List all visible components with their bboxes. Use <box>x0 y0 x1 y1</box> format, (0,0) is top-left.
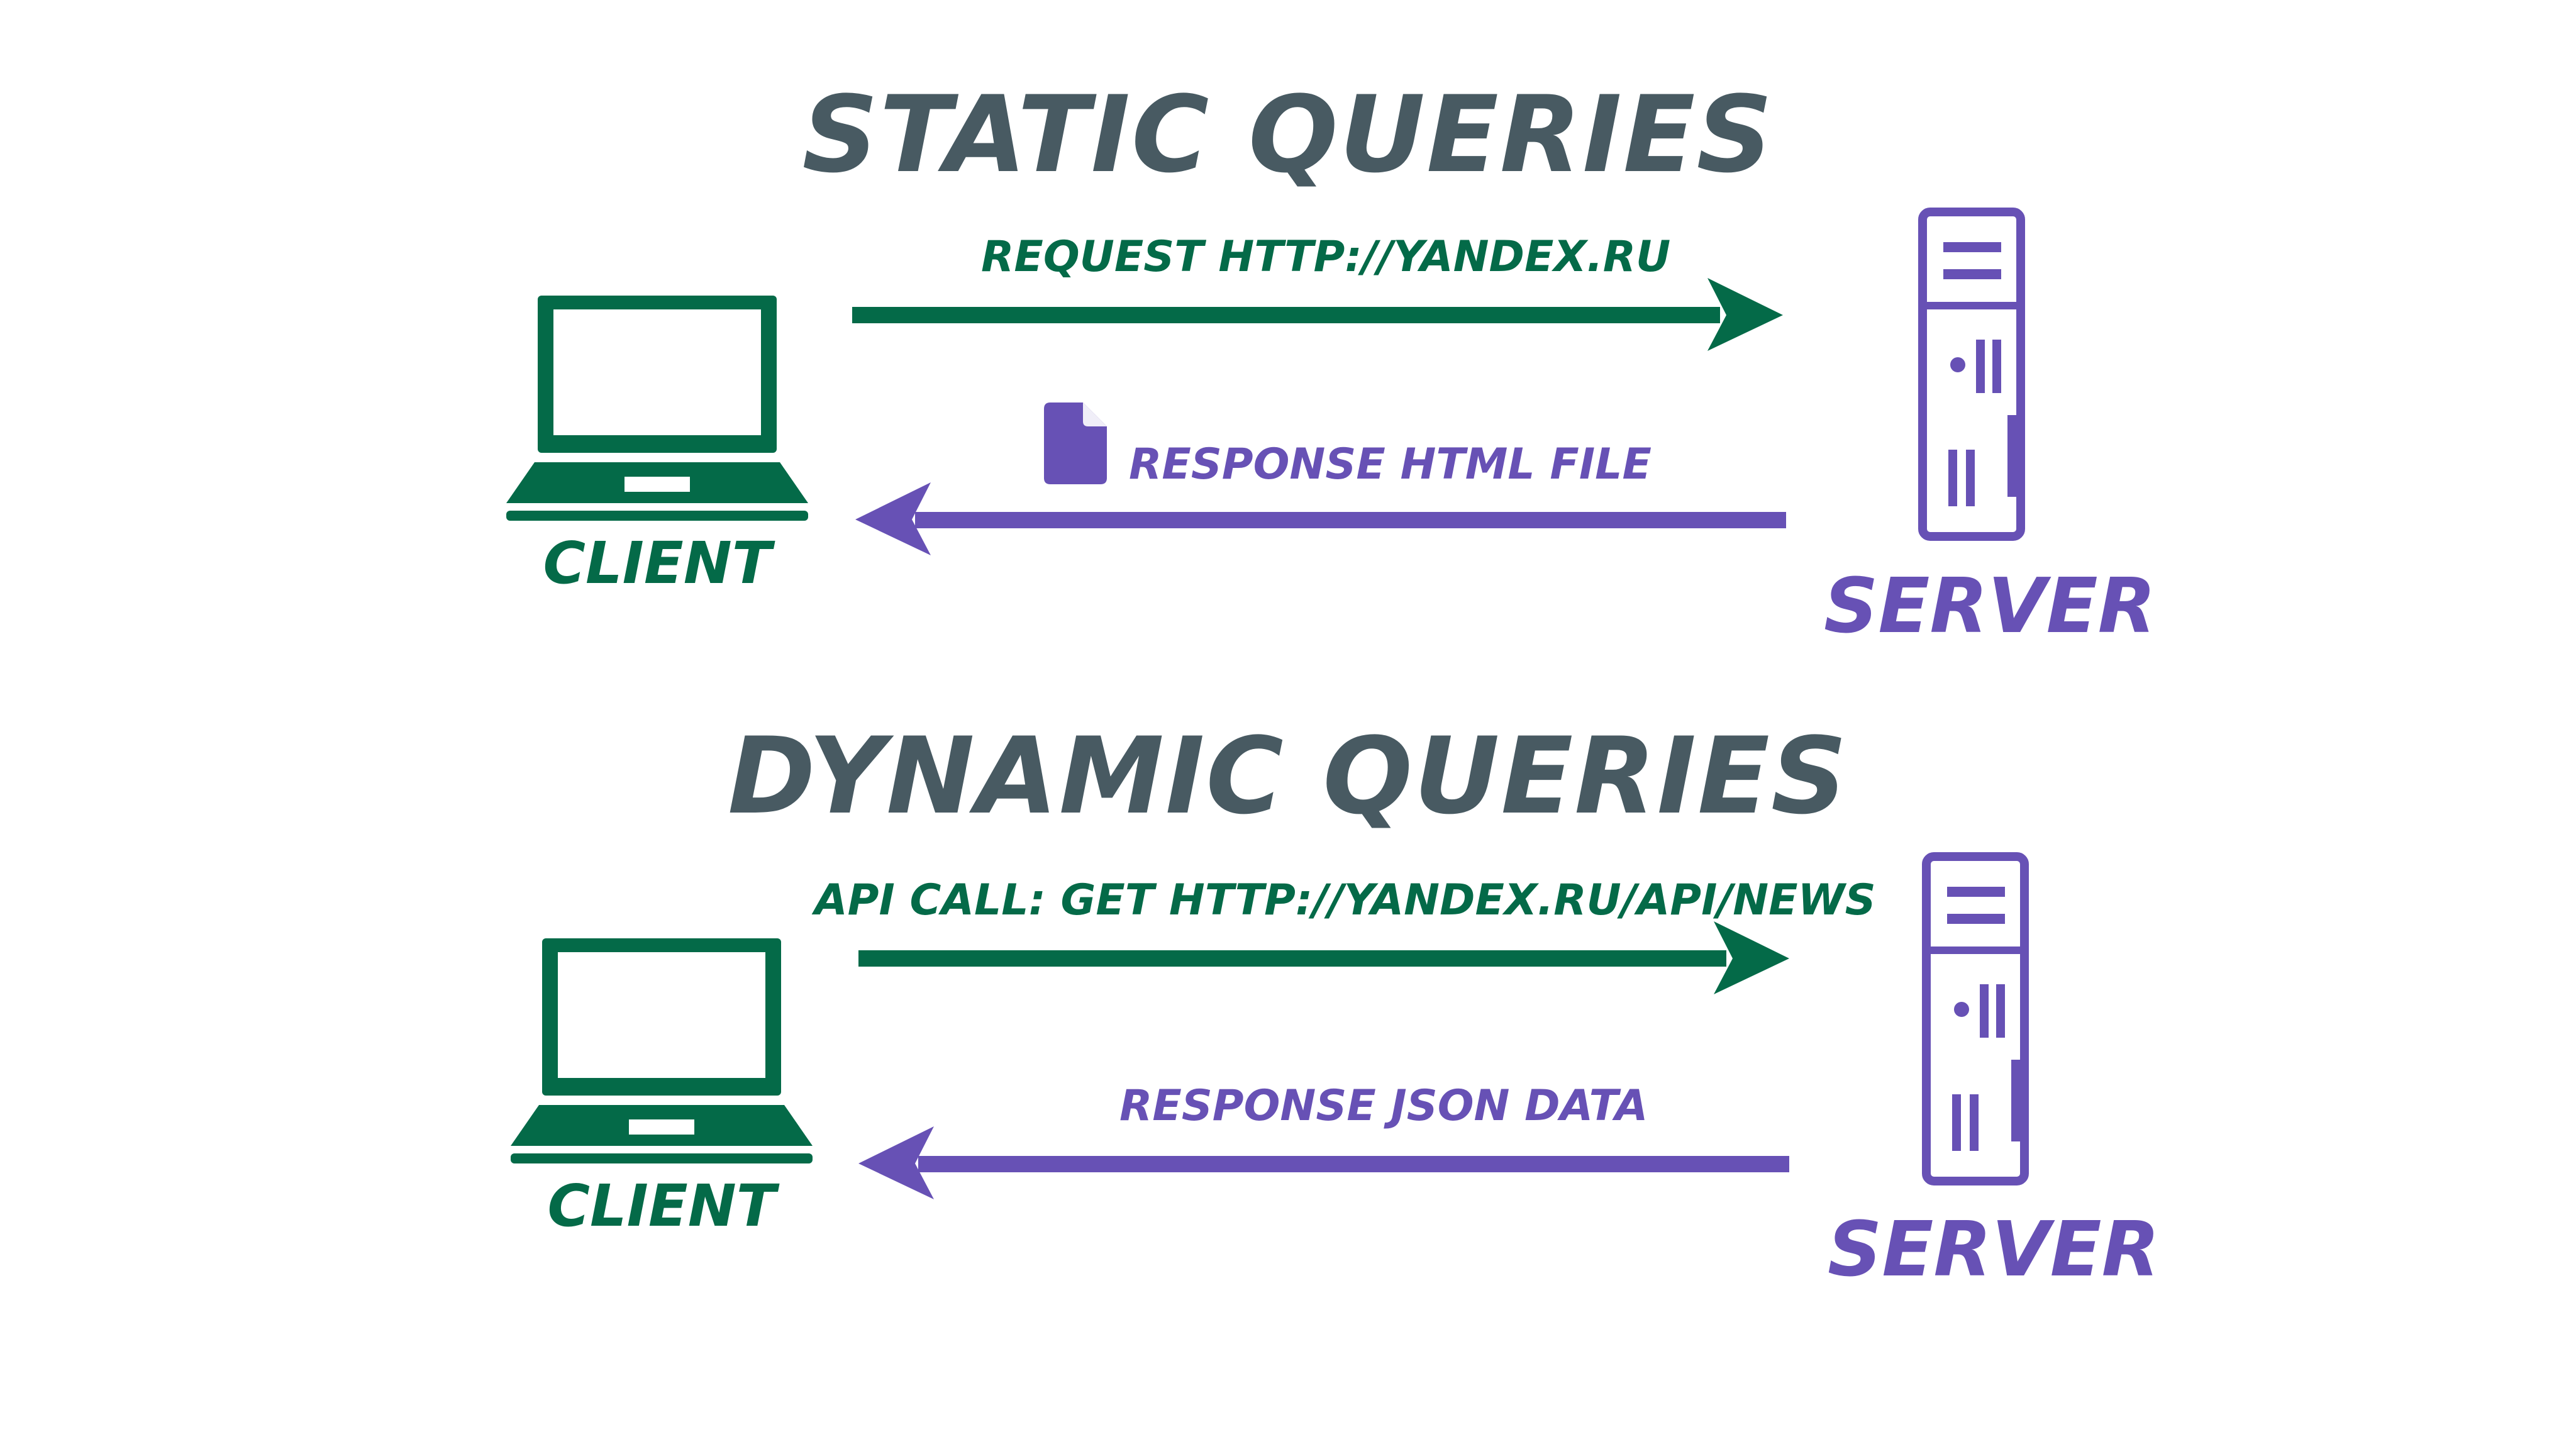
static-response-label: RESPONSE HTML FILE <box>1129 440 1652 489</box>
dynamic-server-label: SERVER <box>1828 1206 2160 1294</box>
server-tower-icon <box>1918 208 2025 541</box>
server-tower-icon <box>1922 852 2029 1185</box>
static-response-arrow <box>855 482 1786 555</box>
laptop-icon <box>511 938 813 1163</box>
static-server-label: SERVER <box>1824 563 2157 650</box>
dynamic-request-label: API CALL: GET HTTP://YANDEX.RU/API/NEWS <box>814 875 1876 925</box>
dynamic-request-arrow <box>858 921 1789 994</box>
static-request-label: REQUEST HTTP://YANDEX.RU <box>981 232 1671 282</box>
dynamic-client-label: CLIENT <box>547 1172 776 1240</box>
dynamic-response-arrow <box>858 1126 1789 1199</box>
static-queries-title: STATIC QUERIES <box>802 73 1774 196</box>
dynamic-queries-title: DYNAMIC QUERIES <box>728 714 1848 838</box>
laptop-icon <box>506 296 808 521</box>
file-icon <box>1044 402 1107 484</box>
static-client-label: CLIENT <box>543 530 772 597</box>
static-request-arrow <box>852 278 1783 351</box>
dynamic-response-label: RESPONSE JSON DATA <box>1119 1081 1648 1131</box>
